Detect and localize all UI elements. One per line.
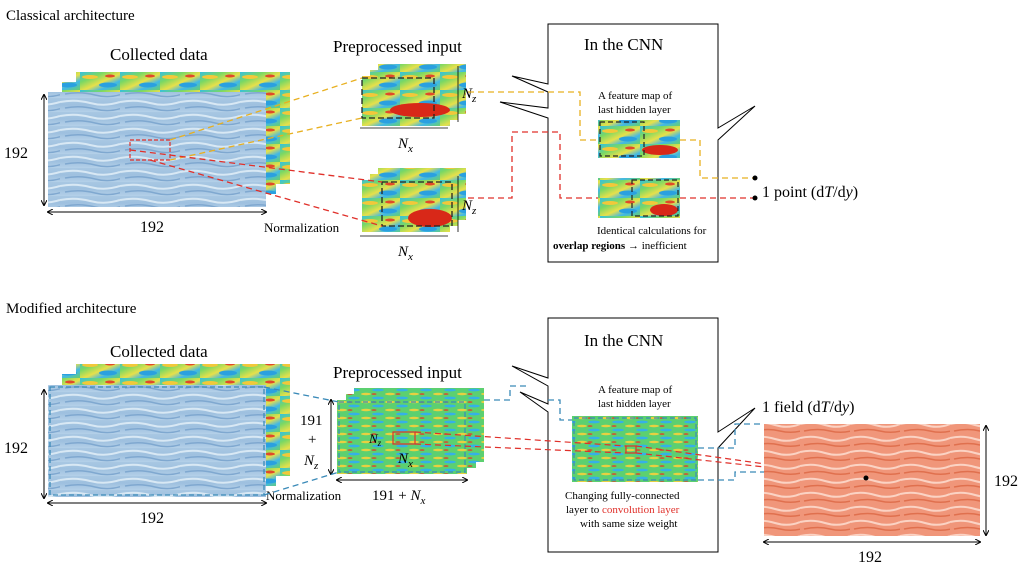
modified-feature-caption-2: last hidden layer (598, 398, 671, 410)
modified-normalization: Normalization (266, 488, 342, 503)
modified-changing-line1: Changing fully-connected (565, 490, 680, 502)
modified-dim-bottom-191: 191 + Nx (372, 488, 425, 507)
modified-collected-stack (48, 364, 290, 497)
classical-overlap-line1: Identical calculations for (597, 225, 707, 237)
classical-output-label: 1 point (dT/dy) (762, 184, 858, 201)
modified-dim-nz: Nz (303, 453, 319, 472)
classical-preprocessed-bottom (362, 168, 466, 232)
classical-nz-bottom: Nz (461, 198, 477, 217)
modified-preprocessed-title: Preprocessed input (333, 363, 462, 382)
modified-dim-plus: + (308, 432, 316, 448)
modified-feature-map (572, 416, 698, 482)
classical-overlap-line2: overlap regions → inefficient (553, 240, 687, 252)
modified-preprocessed-stack (337, 388, 484, 474)
modified-output-label: 1 field (dT/dy) (762, 399, 854, 416)
classical-nx-bottom: Nx (397, 244, 413, 263)
classical-normalization: Normalization (264, 220, 340, 235)
modified-dim-left: 192 (4, 440, 28, 457)
classical-dim-bottom: 192 (140, 219, 164, 236)
modified-changing-line3: with same size weight (580, 518, 677, 530)
modified-section: Modified architecture Collected data 192… (4, 301, 1018, 566)
classical-feature-map-top (598, 120, 680, 158)
modified-nz-inner: Nz (368, 431, 382, 448)
classical-cnn-title: In the CNN (584, 35, 663, 54)
classical-preprocessed-top (361, 64, 466, 126)
modified-output-field (764, 424, 980, 536)
classical-nz-top: Nz (461, 86, 477, 105)
classical-section: Classical architecture Collected data 19… (4, 8, 858, 263)
modified-cnn-title: In the CNN (584, 331, 663, 350)
classical-nx-top: Nx (397, 136, 413, 155)
modified-dim-right: 192 (994, 473, 1018, 490)
classical-collected-title: Collected data (110, 45, 208, 64)
modified-changing-line2: layer to convolution layer (566, 504, 680, 516)
modified-nx-inner: Nx (397, 451, 413, 470)
classical-collected-image (48, 92, 266, 207)
classical-collected-stack (48, 72, 290, 207)
modified-dim-bottom: 192 (140, 510, 164, 527)
modified-feature-caption-1: A feature map of (598, 384, 673, 396)
modified-collected-title: Collected data (110, 342, 208, 361)
modified-title: Modified architecture (6, 301, 137, 317)
modified-dim-bottom-output: 192 (858, 549, 882, 566)
modified-dim-191: 191 (300, 413, 323, 429)
classical-preprocessed-title: Preprocessed input (333, 37, 462, 56)
classical-feature-caption-2: last hidden layer (598, 104, 671, 116)
classical-feature-caption-1: A feature map of (598, 90, 673, 102)
classical-feature-map-bottom (598, 178, 680, 218)
classical-dim-left: 192 (4, 145, 28, 162)
classical-title: Classical architecture (6, 8, 135, 24)
